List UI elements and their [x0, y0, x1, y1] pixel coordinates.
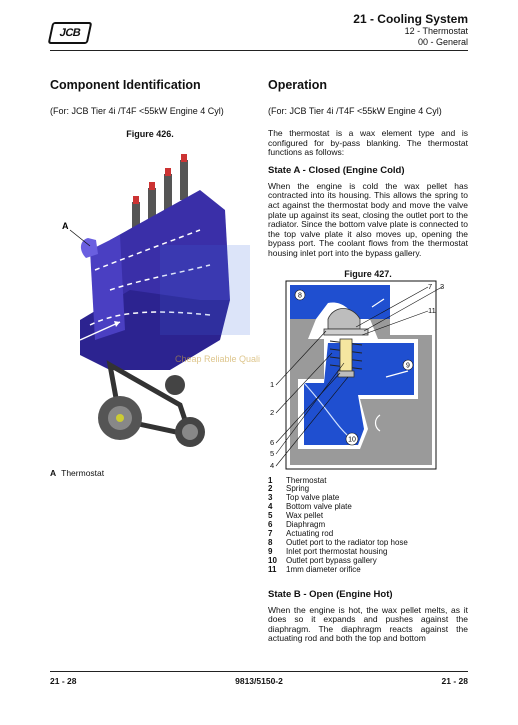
label-4: 4 [270, 461, 274, 470]
legend-item: 1 Thermostat [268, 475, 468, 486]
legend-text: Outlet port bypass gallery [286, 555, 377, 565]
legend-text: 1mm diameter orifice [286, 564, 361, 574]
legend-item: 11 1mm diameter orifice [268, 564, 468, 575]
component-identification-title: Component Identification [50, 78, 201, 92]
page-header: 21 - Cooling System 12 - Thermostat 00 -… [353, 12, 468, 48]
footer-rule [50, 671, 468, 672]
engine-block [79, 190, 230, 370]
legend-text: Thermostat [286, 475, 327, 485]
flow-arrows [371, 298, 409, 432]
legend-item: 8 Outlet port to the radiator top hose [268, 537, 468, 548]
label-10: 10 [348, 436, 356, 443]
caption-key: A [50, 468, 57, 478]
legend-text: Actuating rod [286, 528, 334, 538]
legend-item: 4 Bottom valve plate [268, 502, 468, 512]
legend-number: 2 [268, 484, 273, 494]
subsection-title: 00 - General [417, 37, 468, 47]
legend-item: 5 Wax pellet [268, 511, 468, 521]
label-11: 11 [428, 306, 436, 315]
label-2: 2 [270, 408, 274, 417]
legend-text: Bottom valve plate [286, 502, 352, 512]
operation-title: Operation [268, 78, 328, 92]
footer-doc-number: 9813/5150-2 [235, 676, 283, 686]
right-applicability: (For: JCB Tier 4i /T4F <55kW Engine 4 Cy… [268, 106, 442, 116]
legend-text: Diaphragm [286, 520, 326, 530]
legend-number: 11 [268, 564, 277, 574]
legend-number: 9 [268, 546, 273, 556]
thermostat-valve [327, 307, 361, 329]
jcb-logo: JCB [47, 22, 93, 44]
label-9: 9 [406, 362, 410, 369]
legend-item: 2 Spring [268, 485, 468, 494]
legend-number: 5 [268, 511, 273, 521]
legend-item: 6 Diaphragm [268, 520, 468, 530]
state-a-title: State A - Closed (Engine Cold) [268, 164, 405, 176]
state-b-title: State B - Open (Engine Hot) [268, 588, 393, 600]
label-1: 1 [270, 380, 274, 389]
legend-number: 6 [268, 520, 273, 530]
callout-a-leader [69, 229, 91, 247]
left-applicability: (For: JCB Tier 4i /T4F <55kW Engine 4 Cy… [50, 106, 224, 116]
legend-text: Top valve plate [286, 493, 340, 503]
legend-number: 8 [268, 537, 273, 547]
label-8: 8 [298, 292, 302, 299]
legend-item: 10 Outlet port bypass gallery [268, 555, 468, 566]
legend-text: Spring [286, 484, 310, 494]
injectors [132, 154, 188, 242]
legend-number: 1 [268, 475, 273, 485]
figure-427-title: Figure 427. [344, 268, 392, 279]
figure-426-title: Figure 426. [126, 129, 174, 139]
chapter-title: 21 - Cooling System [353, 12, 468, 26]
caption-text: Thermostat [61, 468, 105, 478]
legend-item: 7 Actuating rod [268, 528, 468, 539]
legend-number: 3 [268, 493, 273, 503]
leader-lines [275, 286, 443, 466]
legend-text: Wax pellet [286, 511, 324, 521]
legend-number: 10 [268, 555, 277, 565]
legend-text: Inlet port thermostat housing [286, 546, 388, 556]
operation-intro: The thermostat is a wax element type and… [268, 128, 468, 158]
thermostat-diagram: 8 9 10 7 3 11 1 2 6 5 4 [270, 280, 444, 470]
logo-text: JCB [58, 27, 82, 39]
label-7: 7 [428, 282, 432, 291]
engine-illustration: A Cheap Reliable Quality [62, 154, 260, 447]
legend-item: 3 Top valve plate [268, 493, 468, 503]
callout-a: A [62, 221, 69, 231]
figure-426-caption: A Thermostat [50, 468, 104, 478]
thermostat-housing [80, 238, 98, 258]
legend-item: 9 Inlet port thermostat housing [268, 546, 468, 557]
legend-number: 7 [268, 528, 273, 538]
label-6: 6 [270, 438, 274, 447]
section-title: 12 - Thermostat [404, 26, 468, 36]
front-pulleys [98, 360, 205, 447]
label-3: 3 [440, 282, 444, 291]
right-column: Operation (For: JCB Tier 4i /T4F <55kW E… [268, 78, 468, 644]
figure-427-legend: 1 Thermostat 2 Spring 3 Top valve plate 4 Botto… [268, 475, 468, 575]
footer-page-right: 21 - 28 [441, 676, 468, 686]
watermark-box [160, 245, 250, 335]
label-5: 5 [270, 449, 274, 458]
watermark-text: Cheap Reliable Quality [175, 354, 260, 364]
header-rule [50, 50, 468, 51]
footer-page-left: 21 - 28 [50, 676, 77, 686]
left-column: Component Identification (For: JCB Tier … [50, 78, 250, 139]
state-b-text: When the engine is hot, the wax pellet m… [268, 604, 468, 644]
legend-text: Outlet port to the radiator top hose [286, 537, 408, 547]
state-a-text: When the engine is cold the wax pellet h… [268, 180, 468, 258]
legend-number: 4 [268, 502, 273, 512]
